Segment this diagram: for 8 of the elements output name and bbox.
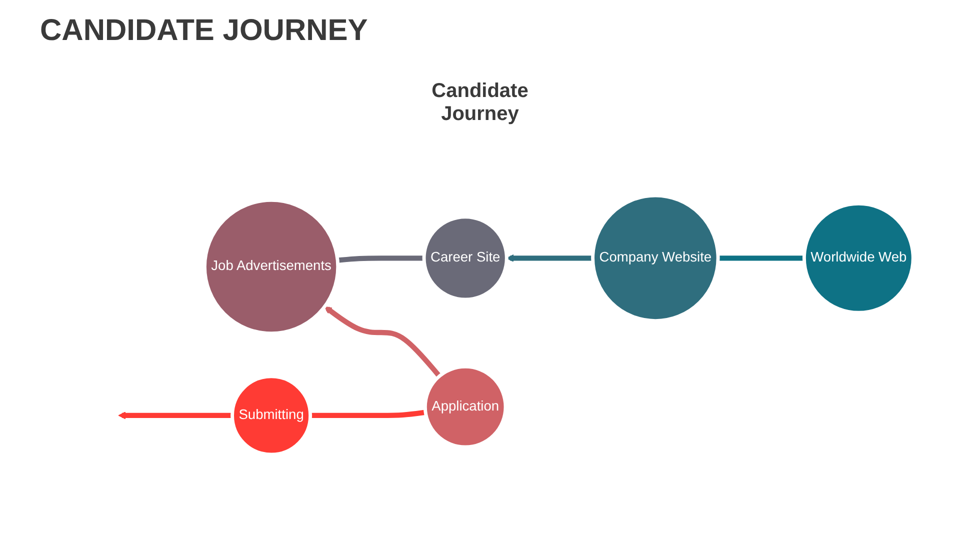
connector: [337, 256, 424, 263]
connector: [310, 410, 426, 418]
arrow: [506, 254, 593, 262]
center-heading: Candidate Journey: [430, 80, 530, 126]
title: CANDIDATE JOURNEY: [40, 14, 368, 48]
arrow: [324, 306, 442, 378]
connector: [718, 256, 804, 261]
arrow: [118, 412, 232, 420]
